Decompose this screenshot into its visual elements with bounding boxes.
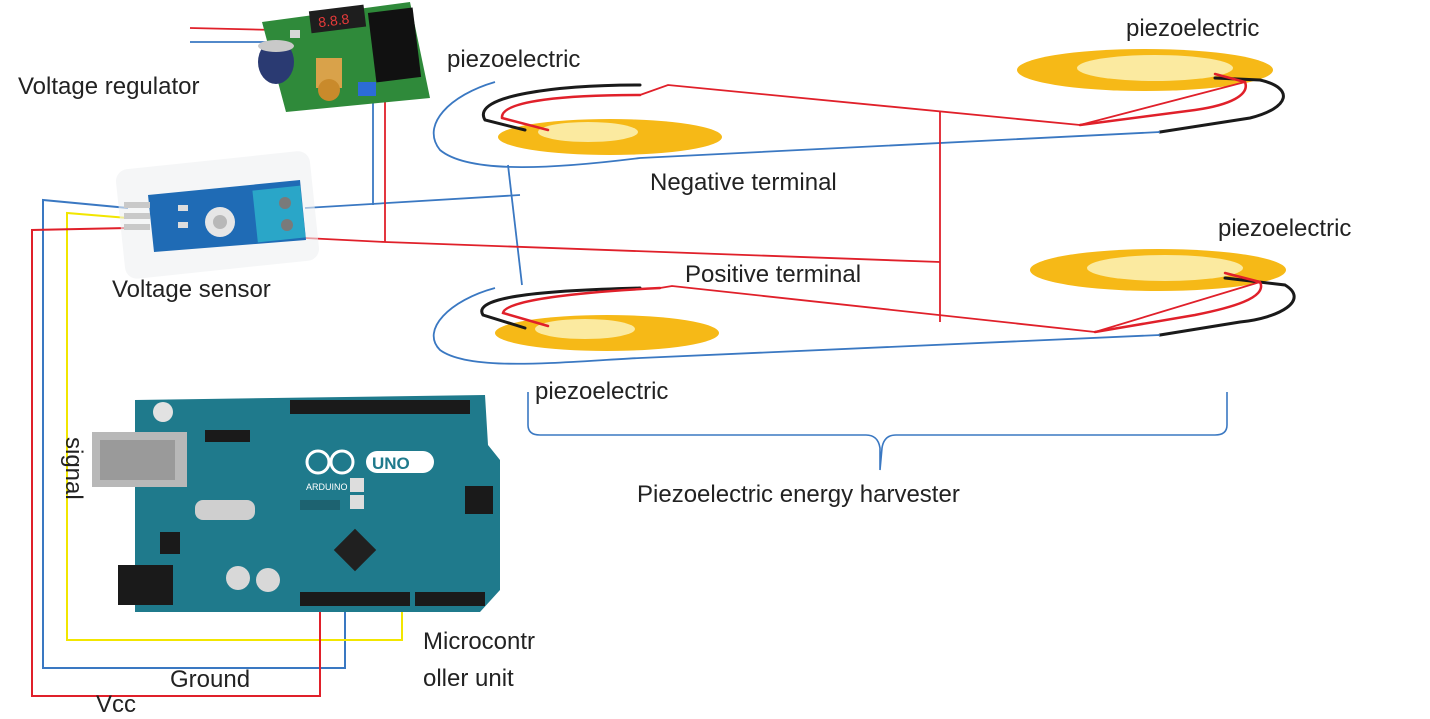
label-piezo-top-left: piezoelectric: [447, 46, 580, 73]
piezo-leads: [480, 72, 1296, 337]
svg-text:8.8.8: 8.8.8: [317, 11, 350, 31]
harvester-brace: [527, 392, 1228, 471]
arduino-uno-board: UNO ARDUINO: [92, 395, 500, 612]
arduino-logo: UNO ARDUINO: [305, 449, 434, 492]
label-signal: signal: [60, 437, 87, 500]
voltage-regulator-module: 8.8.8: [258, 2, 430, 112]
label-mcu-line2: oller unit: [423, 665, 514, 692]
voltage-sensor-module: [115, 151, 320, 279]
piezo-disc-bottom-left: [495, 315, 719, 351]
label-voltage-sensor: Voltage sensor: [112, 276, 271, 303]
label-voltage-regulator: Voltage regulator: [18, 73, 199, 100]
label-vcc: Vcc: [96, 691, 136, 718]
arduino-logo-brand: ARDUINO: [306, 482, 348, 492]
label-ground: Ground: [170, 666, 250, 693]
label-mcu-line1: Microcontr: [423, 628, 535, 655]
label-piezo-mid-right: piezoelectric: [1218, 215, 1351, 242]
label-piezo-bottom-left: piezoelectric: [535, 378, 668, 405]
piezo-disc-top-left: [498, 119, 722, 155]
harvester-negative-wires: [304, 81, 1161, 365]
arduino-logo-uno: UNO: [372, 454, 410, 473]
label-piezo-top-right: piezoelectric: [1126, 15, 1259, 42]
piezo-disc-top-right: [1017, 49, 1273, 91]
sensor-arduino-wires: [31, 198, 403, 697]
piezo-disc-mid-right: [1030, 249, 1286, 291]
label-positive-terminal: Positive terminal: [685, 261, 861, 288]
label-negative-terminal: Negative terminal: [650, 169, 837, 196]
label-harvester: Piezoelectric energy harvester: [637, 481, 960, 508]
regulator-wires: [189, 27, 386, 242]
